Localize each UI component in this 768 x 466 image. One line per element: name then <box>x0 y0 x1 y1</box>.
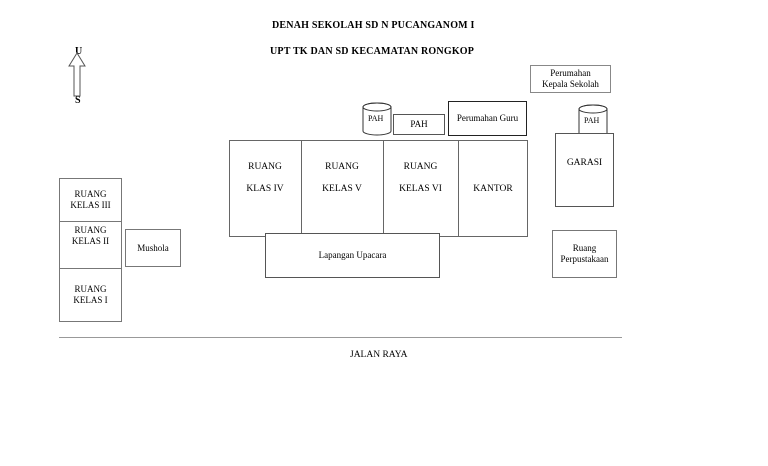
ruang-kelas-iii: RUANG KELAS III <box>59 178 122 222</box>
pah-tank-1 <box>362 102 392 136</box>
compass-south-label: S <box>75 95 81 106</box>
perpustakaan-line2: Perpustakaan <box>560 254 609 264</box>
divider-2 <box>383 140 384 237</box>
pah-tank-2-label: PAH <box>584 116 600 125</box>
title-line-1: DENAH SEKOLAH SD N PUCANGANOM I <box>272 20 475 31</box>
lapangan-upacara: Lapangan Upacara <box>265 233 440 278</box>
pah-box: PAH <box>393 114 445 135</box>
pah-tank-1-label: PAH <box>368 114 384 123</box>
kelas-vi-line1: RUANG <box>403 162 438 172</box>
kelas-v-line1: RUANG <box>325 162 359 172</box>
divider-1 <box>301 140 302 237</box>
kelas-iv-line2: KLAS IV <box>246 184 284 194</box>
kelas-iii-line1: RUANG <box>74 189 107 199</box>
jalan-raya-label: JALAN RAYA <box>350 350 408 360</box>
ruang-kelas-vi: RUANG KELAS VI <box>383 156 458 200</box>
kelas-ii-line1: RUANG <box>74 225 107 235</box>
road-line <box>59 337 622 338</box>
kantor: KANTOR <box>458 178 528 200</box>
kantor-label: KANTOR <box>473 184 513 194</box>
ruang-perpustakaan: Ruang Perpustakaan <box>552 230 617 278</box>
perumahan-kepsek-line1: Perumahan <box>550 68 591 78</box>
title-line-2: UPT TK DAN SD KECAMATAN RONGKOP <box>270 46 475 57</box>
perumahan-kepsek-line2: Kepala Sekolah <box>542 79 599 89</box>
kelas-iii-line2: KELAS III <box>70 200 111 210</box>
kelas-v-line2: KELAS V <box>322 184 362 194</box>
main-building <box>229 140 528 237</box>
kelas-ii-line2: KELAS II <box>71 236 110 246</box>
divider-3 <box>458 140 459 237</box>
garasi: GARASI <box>555 133 614 207</box>
mushola: Mushola <box>125 229 181 267</box>
ruang-kelas-v: RUANG KELAS V <box>301 156 383 200</box>
garasi-label: GARASI <box>566 158 603 168</box>
compass-north-label: U <box>75 46 83 57</box>
ruang-kelas-iv: RUANG KLAS IV <box>229 156 301 200</box>
ruang-kelas-i: RUANG KELAS I <box>59 268 122 322</box>
perumahan-kepala-sekolah: Perumahan Kepala Sekolah <box>530 65 611 93</box>
kelas-i-line2: KELAS I <box>73 295 108 305</box>
kelas-vi-line2: KELAS VI <box>399 184 442 194</box>
north-arrow-icon <box>68 52 86 97</box>
ruang-kelas-ii: RUANG KELAS II <box>59 221 122 269</box>
perpustakaan-line1: Ruang <box>572 243 597 253</box>
perumahan-guru: Perumahan Guru <box>448 101 527 136</box>
kelas-iv-line1: RUANG <box>248 162 282 172</box>
kelas-i-line1: RUANG <box>74 284 107 294</box>
